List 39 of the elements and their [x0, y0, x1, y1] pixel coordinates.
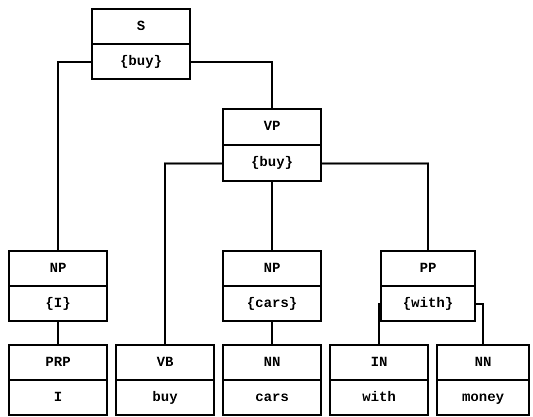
- tree-node-box: [8, 344, 108, 416]
- tree-branch-line: [57, 322, 59, 344]
- category-label: NN: [474, 354, 492, 370]
- category-label: NP: [50, 260, 66, 276]
- category-label: VB: [156, 354, 174, 370]
- tree-node-box: [222, 344, 322, 416]
- tree-branch-line: [271, 182, 273, 250]
- tree-node-box: [91, 8, 191, 80]
- head-word: {cars}: [246, 296, 298, 312]
- tree-branch-line: [164, 162, 222, 344]
- tree-branch-line: [378, 303, 380, 344]
- category-label: S: [136, 18, 146, 34]
- tree-node-box: [380, 250, 476, 322]
- category-label: PP: [420, 260, 436, 276]
- tree-branch-line: [476, 303, 484, 344]
- head-word: {buy}: [250, 155, 293, 171]
- tree-branch-line: [271, 322, 273, 344]
- tree-node-box: [329, 344, 429, 416]
- category-label: NP: [264, 260, 280, 276]
- category-label: IN: [370, 354, 388, 370]
- tree-node-box: [222, 108, 322, 182]
- category-label: NN: [264, 354, 280, 370]
- head-word: I: [54, 390, 62, 406]
- tree-branch-line: [191, 61, 273, 108]
- head-word: money: [462, 390, 504, 406]
- tree-node-box: [436, 344, 530, 416]
- tree-branch-line: [57, 61, 91, 250]
- head-word: {buy}: [120, 54, 162, 70]
- head-word: with: [362, 390, 396, 406]
- head-word: cars: [255, 390, 289, 406]
- head-word: buy: [152, 390, 178, 406]
- tree-node-box: [8, 250, 108, 322]
- category-label: VP: [264, 119, 280, 135]
- category-label: PRP: [45, 354, 71, 370]
- tree-node-box: [115, 344, 215, 416]
- tree-node-box: [222, 250, 322, 322]
- tree-branch-line: [322, 162, 429, 250]
- head-word: {I}: [45, 296, 71, 312]
- head-word: {with}: [402, 296, 454, 312]
